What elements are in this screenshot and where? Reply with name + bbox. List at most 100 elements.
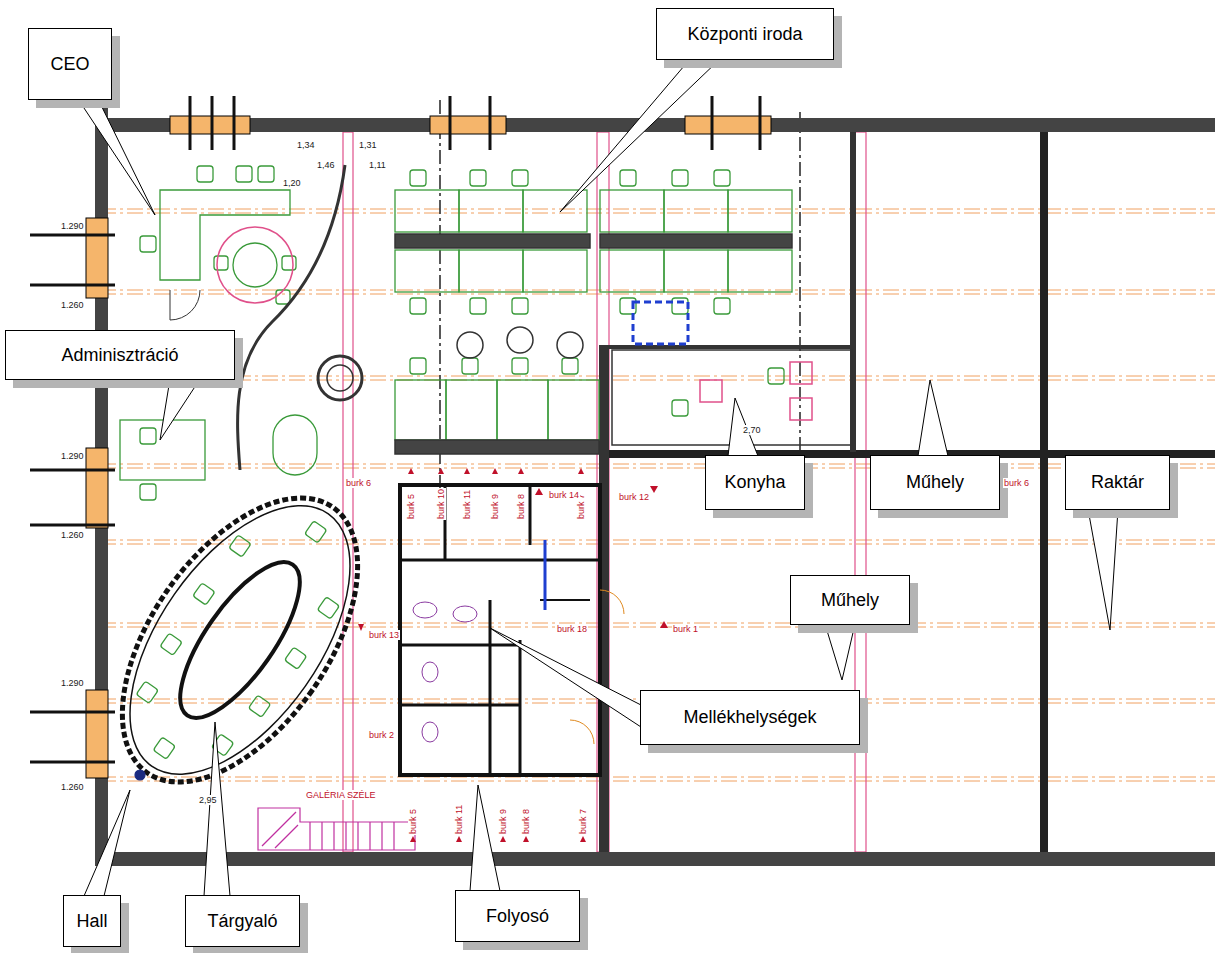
finish-code: burk 10 <box>436 488 446 520</box>
toilets-part <box>600 590 624 614</box>
dimension-label: 1.260 <box>60 782 85 792</box>
office-desks-part <box>236 166 252 182</box>
dimension-label: 1.260 <box>60 300 85 310</box>
office-fixtures-part <box>557 332 583 358</box>
stairs-part <box>381 822 382 850</box>
toilets-part <box>540 599 590 601</box>
meeting-room-part-part <box>153 737 175 759</box>
callout-box: Raktár <box>1065 455 1170 510</box>
office-desks-part <box>728 250 792 292</box>
office-desks-part <box>470 170 486 186</box>
office-desks-part <box>548 380 599 440</box>
callout-tails-part <box>78 99 155 215</box>
office-fixtures-part <box>395 440 599 454</box>
callout-box: Adminisztráció <box>5 330 235 380</box>
meeting-room-part-part <box>317 597 339 619</box>
office-desks-part <box>410 170 426 186</box>
toilets-part <box>400 485 600 775</box>
finish-code: burk 18 <box>556 624 588 634</box>
office-desks-part <box>446 380 497 440</box>
burk-markers-part <box>518 468 524 474</box>
toilets-part <box>413 602 437 618</box>
office-fixtures-part <box>327 365 353 391</box>
stairs-part <box>357 822 358 850</box>
office-desks-part <box>497 380 548 440</box>
office-desks-part <box>395 190 459 232</box>
office-desks-part <box>728 190 792 232</box>
callout-text: Folyosó <box>486 906 549 927</box>
finish-code: burk 8 <box>521 808 531 835</box>
callout-box: CEO <box>28 28 112 100</box>
office-desks-part <box>410 358 426 374</box>
burk-markers-part <box>464 468 470 474</box>
finish-code: burk 12 <box>618 492 650 502</box>
windows-part-part <box>189 96 192 150</box>
office-fixtures-part <box>217 227 293 303</box>
burk-markers-part <box>580 836 586 842</box>
callout-tails-part <box>84 790 130 896</box>
meeting-room-part-part <box>229 535 251 557</box>
office-desks-part <box>462 358 478 374</box>
stairs-part <box>321 822 322 850</box>
meeting-room-part-part <box>193 583 215 605</box>
windows-part-part <box>30 711 115 714</box>
burk-markers-part <box>660 621 668 628</box>
burk-markers-part <box>358 624 364 631</box>
toilets-part <box>400 644 520 647</box>
walls-part <box>599 345 855 349</box>
meeting-room-part <box>107 489 372 792</box>
grid-lines-part-part <box>799 112 801 470</box>
callout-tails-part <box>204 722 230 896</box>
finish-code: burk 13 <box>368 630 400 640</box>
finish-code: burk 6 <box>345 478 372 488</box>
office-fixtures-part <box>600 234 792 248</box>
office-desks-part <box>258 166 274 182</box>
stairs-part <box>393 822 394 850</box>
stairs-part <box>345 822 346 850</box>
toilets-part <box>570 720 594 744</box>
office-desks-part <box>714 170 730 186</box>
finish-code: burk 6 <box>1003 478 1030 488</box>
callout-tails-part <box>918 380 948 456</box>
windows-part-part <box>449 96 452 150</box>
windows-part <box>86 690 108 778</box>
dimension-label: 1.290 <box>60 678 85 688</box>
office-desks-part <box>214 256 228 270</box>
burk-markers-part <box>456 836 462 842</box>
finish-code: burk 1 <box>672 624 699 634</box>
callout-text: Hall <box>76 911 107 932</box>
office-desks-part <box>664 250 728 292</box>
walls-part <box>1040 132 1048 852</box>
office-desks-part <box>160 190 290 280</box>
callout-tails <box>78 59 1118 896</box>
walls <box>95 88 1215 866</box>
meeting-room-part-part <box>305 521 327 543</box>
burk-markers-part <box>650 486 658 493</box>
grid-lines-part-part <box>343 132 353 852</box>
toilets-part <box>400 704 520 707</box>
toilets-part <box>422 722 438 742</box>
callout-text: Műhely <box>906 472 964 493</box>
windows-part-part <box>30 761 115 764</box>
office-desks-part <box>664 190 728 232</box>
office-desks-part <box>410 298 426 314</box>
grid-lines-part <box>343 132 866 852</box>
office-desks-part <box>459 250 523 292</box>
toilets-part <box>544 540 547 610</box>
office-fixtures <box>170 165 852 470</box>
stairs-part <box>369 822 370 850</box>
office-desks-part <box>140 484 156 500</box>
callout-text: Tárgyaló <box>207 911 277 932</box>
callout-box: Műhely <box>870 455 1000 510</box>
office-desks-part <box>233 243 277 287</box>
dimension-label: 1,31 <box>358 140 378 150</box>
dimension-label: 2,95 <box>198 795 218 805</box>
office-desks-part <box>562 358 578 374</box>
stairs-part <box>262 812 296 846</box>
windows-part-part <box>30 284 115 287</box>
callout-text: Raktár <box>1091 472 1144 493</box>
office-fixtures-part <box>790 362 812 384</box>
finish-code: burk 8 <box>516 493 526 520</box>
